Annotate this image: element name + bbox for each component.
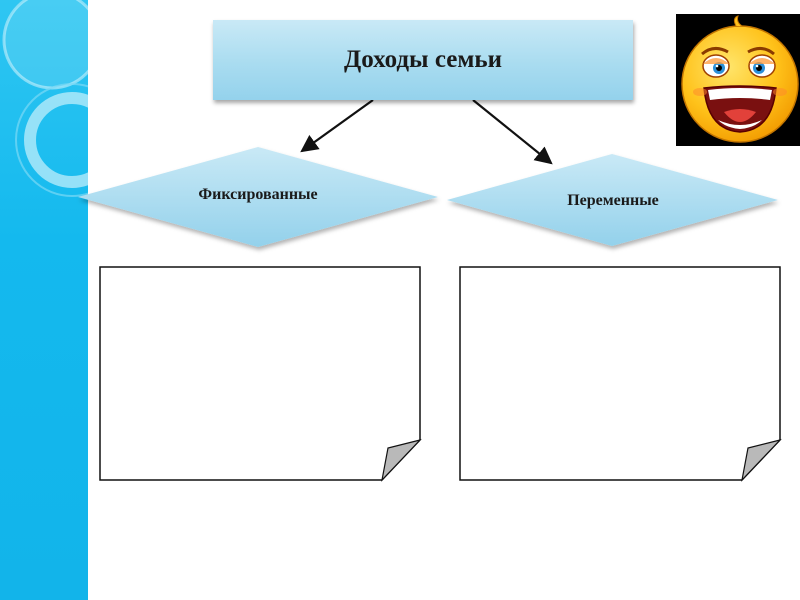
smiley-face-icon bbox=[681, 15, 799, 143]
arrow-to-variable bbox=[472, 99, 553, 165]
branch-label-variable: Переменные bbox=[567, 192, 659, 209]
diamond-variable bbox=[447, 154, 778, 246]
branch-label-fixed: Фиксированные bbox=[198, 186, 318, 203]
diagram-title: Доходы семьи bbox=[344, 46, 502, 73]
diamond-fixed bbox=[78, 147, 438, 247]
note-card-fixed bbox=[99, 266, 422, 482]
arrow-to-fixed bbox=[300, 99, 374, 153]
title-box: Доходы семьи bbox=[213, 20, 633, 100]
band-rings bbox=[2, 0, 88, 197]
smiley-panel bbox=[676, 14, 800, 146]
note-card-variable bbox=[459, 266, 782, 482]
side-band bbox=[0, 0, 88, 600]
